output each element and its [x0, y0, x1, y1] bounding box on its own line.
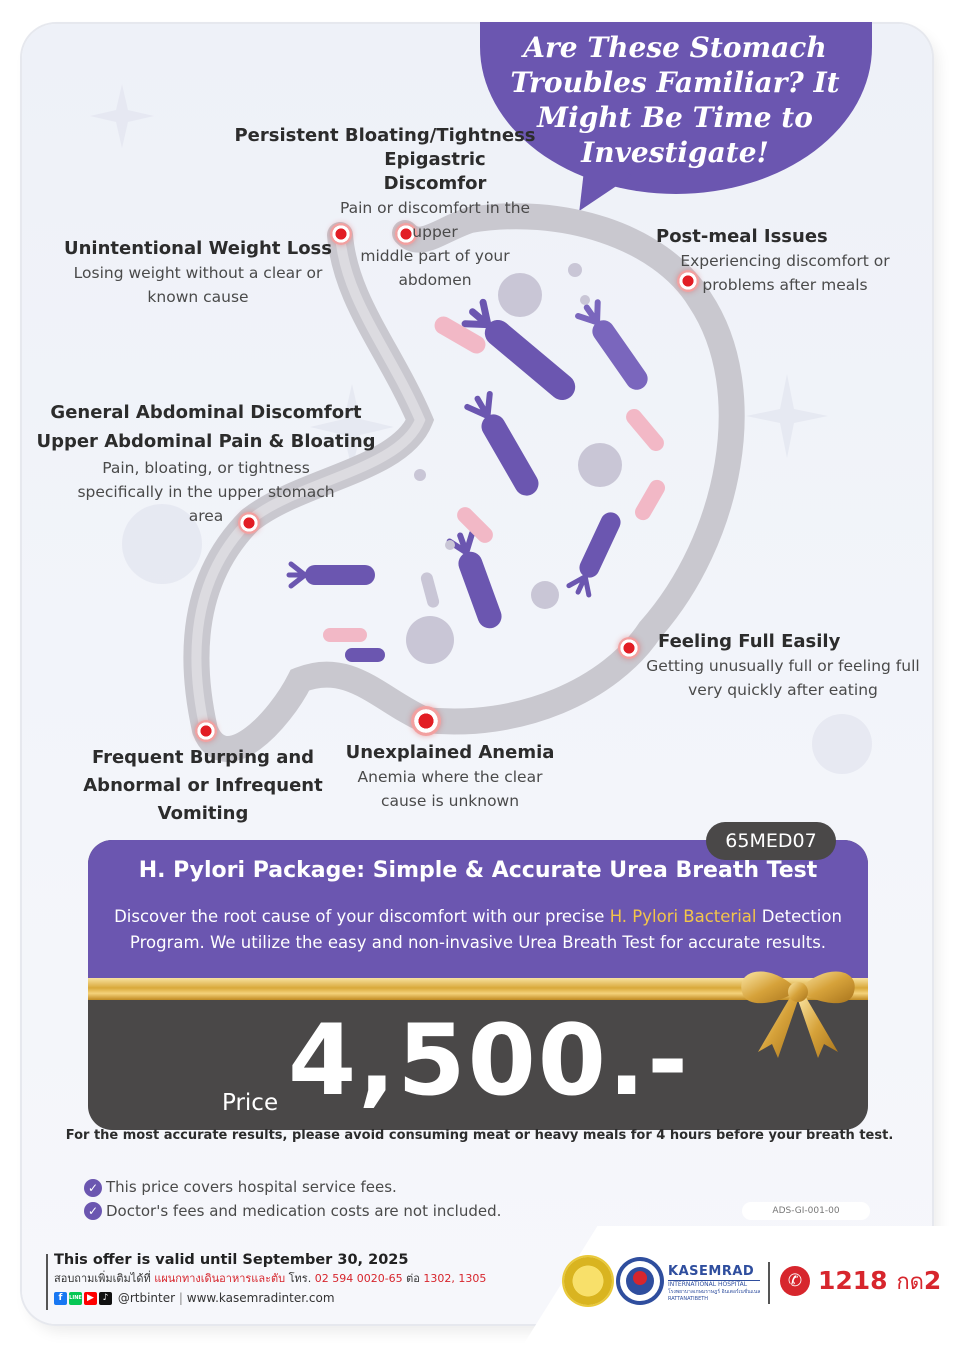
hospital-name-block: KASEMRAD INTERNATIONAL HOSPITAL โรงพยาบา…: [668, 1264, 761, 1302]
contact-ext-label: ต่อ: [402, 1272, 424, 1285]
headline-text: Are These Stomach Troubles Familiar? It …: [510, 31, 840, 169]
youtube-icon[interactable]: ▶: [84, 1292, 97, 1305]
hospital-logo-icon: [616, 1257, 664, 1305]
symptom-weight-loss-desc-1: Losing weight without a clear or: [73, 264, 323, 282]
package-card: H. Pylori Package: Simple & Accurate Ure…: [88, 840, 868, 1130]
price-label: Price: [222, 1090, 279, 1116]
symptom-general-title-1: General Abdominal Discomfort: [50, 402, 362, 423]
marker-burping: [195, 720, 217, 742]
check-circle-icon: ✓: [84, 1178, 102, 1197]
gold-ribbon-band: [88, 978, 868, 1000]
contact-tel-label: โทร.: [285, 1272, 315, 1285]
package-desc-part1: Discover the root cause of your discomfo…: [114, 907, 610, 926]
symptom-full-title: Feeling Full Easily: [658, 631, 841, 652]
marker-bloating: [395, 223, 417, 245]
sparkle-icon: [90, 84, 154, 148]
symptom-general-desc-3: area: [188, 507, 224, 525]
symptom-full-desc-2: very quickly after eating: [688, 681, 878, 699]
check-circle-icon: ✓: [84, 1202, 102, 1220]
symptom-post-meal: Post-meal Issues Experiencing discomfort…: [640, 225, 930, 297]
symptom-bloating-title-2: Epigastric Discomfor: [383, 149, 487, 194]
package-code-badge: 65MED07: [706, 822, 836, 860]
contact-phone: 02 594 0020-65: [314, 1272, 403, 1285]
symptom-burping: Frequent Burping and Abnormal or Infrequ…: [72, 744, 334, 828]
symptom-burping-title-1: Frequent Burping and: [91, 747, 315, 768]
footer-separator: |: [178, 1291, 183, 1305]
tiktok-icon[interactable]: ♪: [99, 1292, 112, 1305]
symptom-full-desc-1: Getting unusually full or feeling full: [646, 657, 920, 675]
bacteria-group: [286, 263, 665, 664]
symptom-bloating-desc-1: Pain or discomfort in the upper: [339, 199, 531, 241]
accreditation-seal-icon: [564, 1257, 612, 1305]
symptom-weight-loss-desc-2: known cause: [147, 288, 249, 306]
contact-department: แผนกทางเดินอาหารและตับ: [154, 1272, 286, 1285]
footer-divider: [46, 1254, 48, 1310]
sparkle-icon: [310, 384, 394, 470]
contact-ext: 1302, 1305: [423, 1272, 487, 1285]
hospital-thai-name: โรงพยาบาลเกษมราษฎร์ อินเตอร์เนชั่นแนล: [668, 1289, 761, 1295]
hotline[interactable]: 1218 กด2: [818, 1264, 941, 1299]
marker-anemia: [411, 706, 441, 736]
sparkle-icon: [746, 374, 828, 458]
marker-full: [618, 637, 640, 659]
facebook-icon[interactable]: f: [54, 1292, 67, 1305]
package-title: H. Pylori Package: Simple & Accurate Ure…: [138, 858, 818, 883]
contact-line: สอบถามเพิ่มเติมได้ที่ แผนกทางเดินอาหารแล…: [54, 1269, 486, 1287]
hotline-ext: 2: [923, 1266, 942, 1295]
conditions-list: ✓This price covers hospital service fees…: [84, 1177, 501, 1220]
gift-bow-icon: [741, 971, 855, 1058]
condition-item: ✓Doctor's fees and medication costs are …: [84, 1201, 502, 1220]
offer-validity: This offer is valid until September 30, …: [54, 1252, 409, 1268]
symptom-burping-title-3: Vomiting: [157, 803, 249, 824]
reference-code: ADS-GI-001-00: [742, 1202, 870, 1220]
symptom-anemia-desc-1: Anemia where the clear: [357, 768, 543, 786]
symptom-general-desc-2: specifically in the upper stomach: [77, 483, 335, 501]
hotline-number: 1218: [818, 1266, 888, 1295]
symptom-general-title-2: Upper Abdominal Pain & Bloating: [36, 431, 376, 452]
symptom-anemia-title: Unexplained Anemia: [345, 742, 555, 763]
marker-general: [238, 512, 260, 534]
package-desc-highlight: H. Pylori Bacterial: [609, 907, 757, 926]
symptom-bloating: Persistent Bloating/Tightness Epigastric…: [230, 124, 540, 292]
symptom-general: General Abdominal Discomfort Upper Abdom…: [36, 398, 376, 528]
website-link[interactable]: www.kasemradinter.com: [186, 1291, 335, 1305]
symptom-bloating-title-1: Persistent Bloating/Tightness: [234, 125, 536, 146]
symptom-anemia: Unexplained Anemia Anemia where the clea…: [330, 741, 570, 813]
hospital-name: KASEMRAD: [668, 1264, 755, 1279]
symptom-post-meal-desc-1: Experiencing discomfort or: [680, 252, 890, 270]
contact-intro: สอบถามเพิ่มเติมได้ที่: [54, 1272, 155, 1285]
price-value: 4,500.-: [288, 1004, 690, 1118]
symptom-anemia-desc-2: cause is unknown: [380, 792, 520, 810]
footer-info: This offer is valid until September 30, …: [54, 1252, 486, 1305]
package-header: [88, 840, 868, 980]
symptom-weight-loss: Unintentional Weight Loss Losing weight …: [58, 237, 338, 309]
marker-weight-loss: [330, 223, 352, 245]
condition-item: ✓This price covers hospital service fees…: [84, 1177, 501, 1197]
condition-text: This price covers hospital service fees.: [106, 1178, 397, 1196]
package-desc-part2: Detection Program. We utilize the easy a…: [129, 907, 842, 952]
symptom-post-meal-desc-2: problems after meals: [702, 276, 868, 294]
symptom-full: Feeling Full Easily Getting unusually fu…: [638, 630, 928, 702]
symptom-post-meal-title: Post-meal Issues: [656, 226, 828, 247]
symptom-bloating-desc-2: middle part of your abdomen: [360, 247, 510, 289]
preparation-note: For the most accurate results, please av…: [65, 1128, 894, 1143]
hotline-press: กด: [896, 1270, 924, 1295]
hospital-subtitle: INTERNATIONAL HOSPITAL: [668, 1280, 761, 1288]
phone-icon[interactable]: ✆: [780, 1266, 810, 1296]
symptom-weight-loss-title: Unintentional Weight Loss: [63, 238, 332, 259]
symptom-general-desc-1: Pain, bloating, or tightness: [102, 459, 310, 477]
stomach-illustration: [183, 203, 745, 762]
marker-post-meal: [677, 270, 699, 292]
social-handle[interactable]: @rtbinter: [117, 1291, 176, 1305]
condition-text: Doctor's fees and medication costs are n…: [106, 1201, 502, 1220]
brand-divider: [768, 1262, 770, 1304]
package-description: Discover the root cause of your discomfo…: [98, 904, 858, 956]
symptom-burping-title-2: Abnormal or Infrequent: [83, 775, 323, 796]
line-icon[interactable]: LINE: [69, 1292, 82, 1305]
hospital-branch: RATTANATIBETH: [668, 1296, 709, 1302]
background-decoration: [90, 84, 872, 774]
